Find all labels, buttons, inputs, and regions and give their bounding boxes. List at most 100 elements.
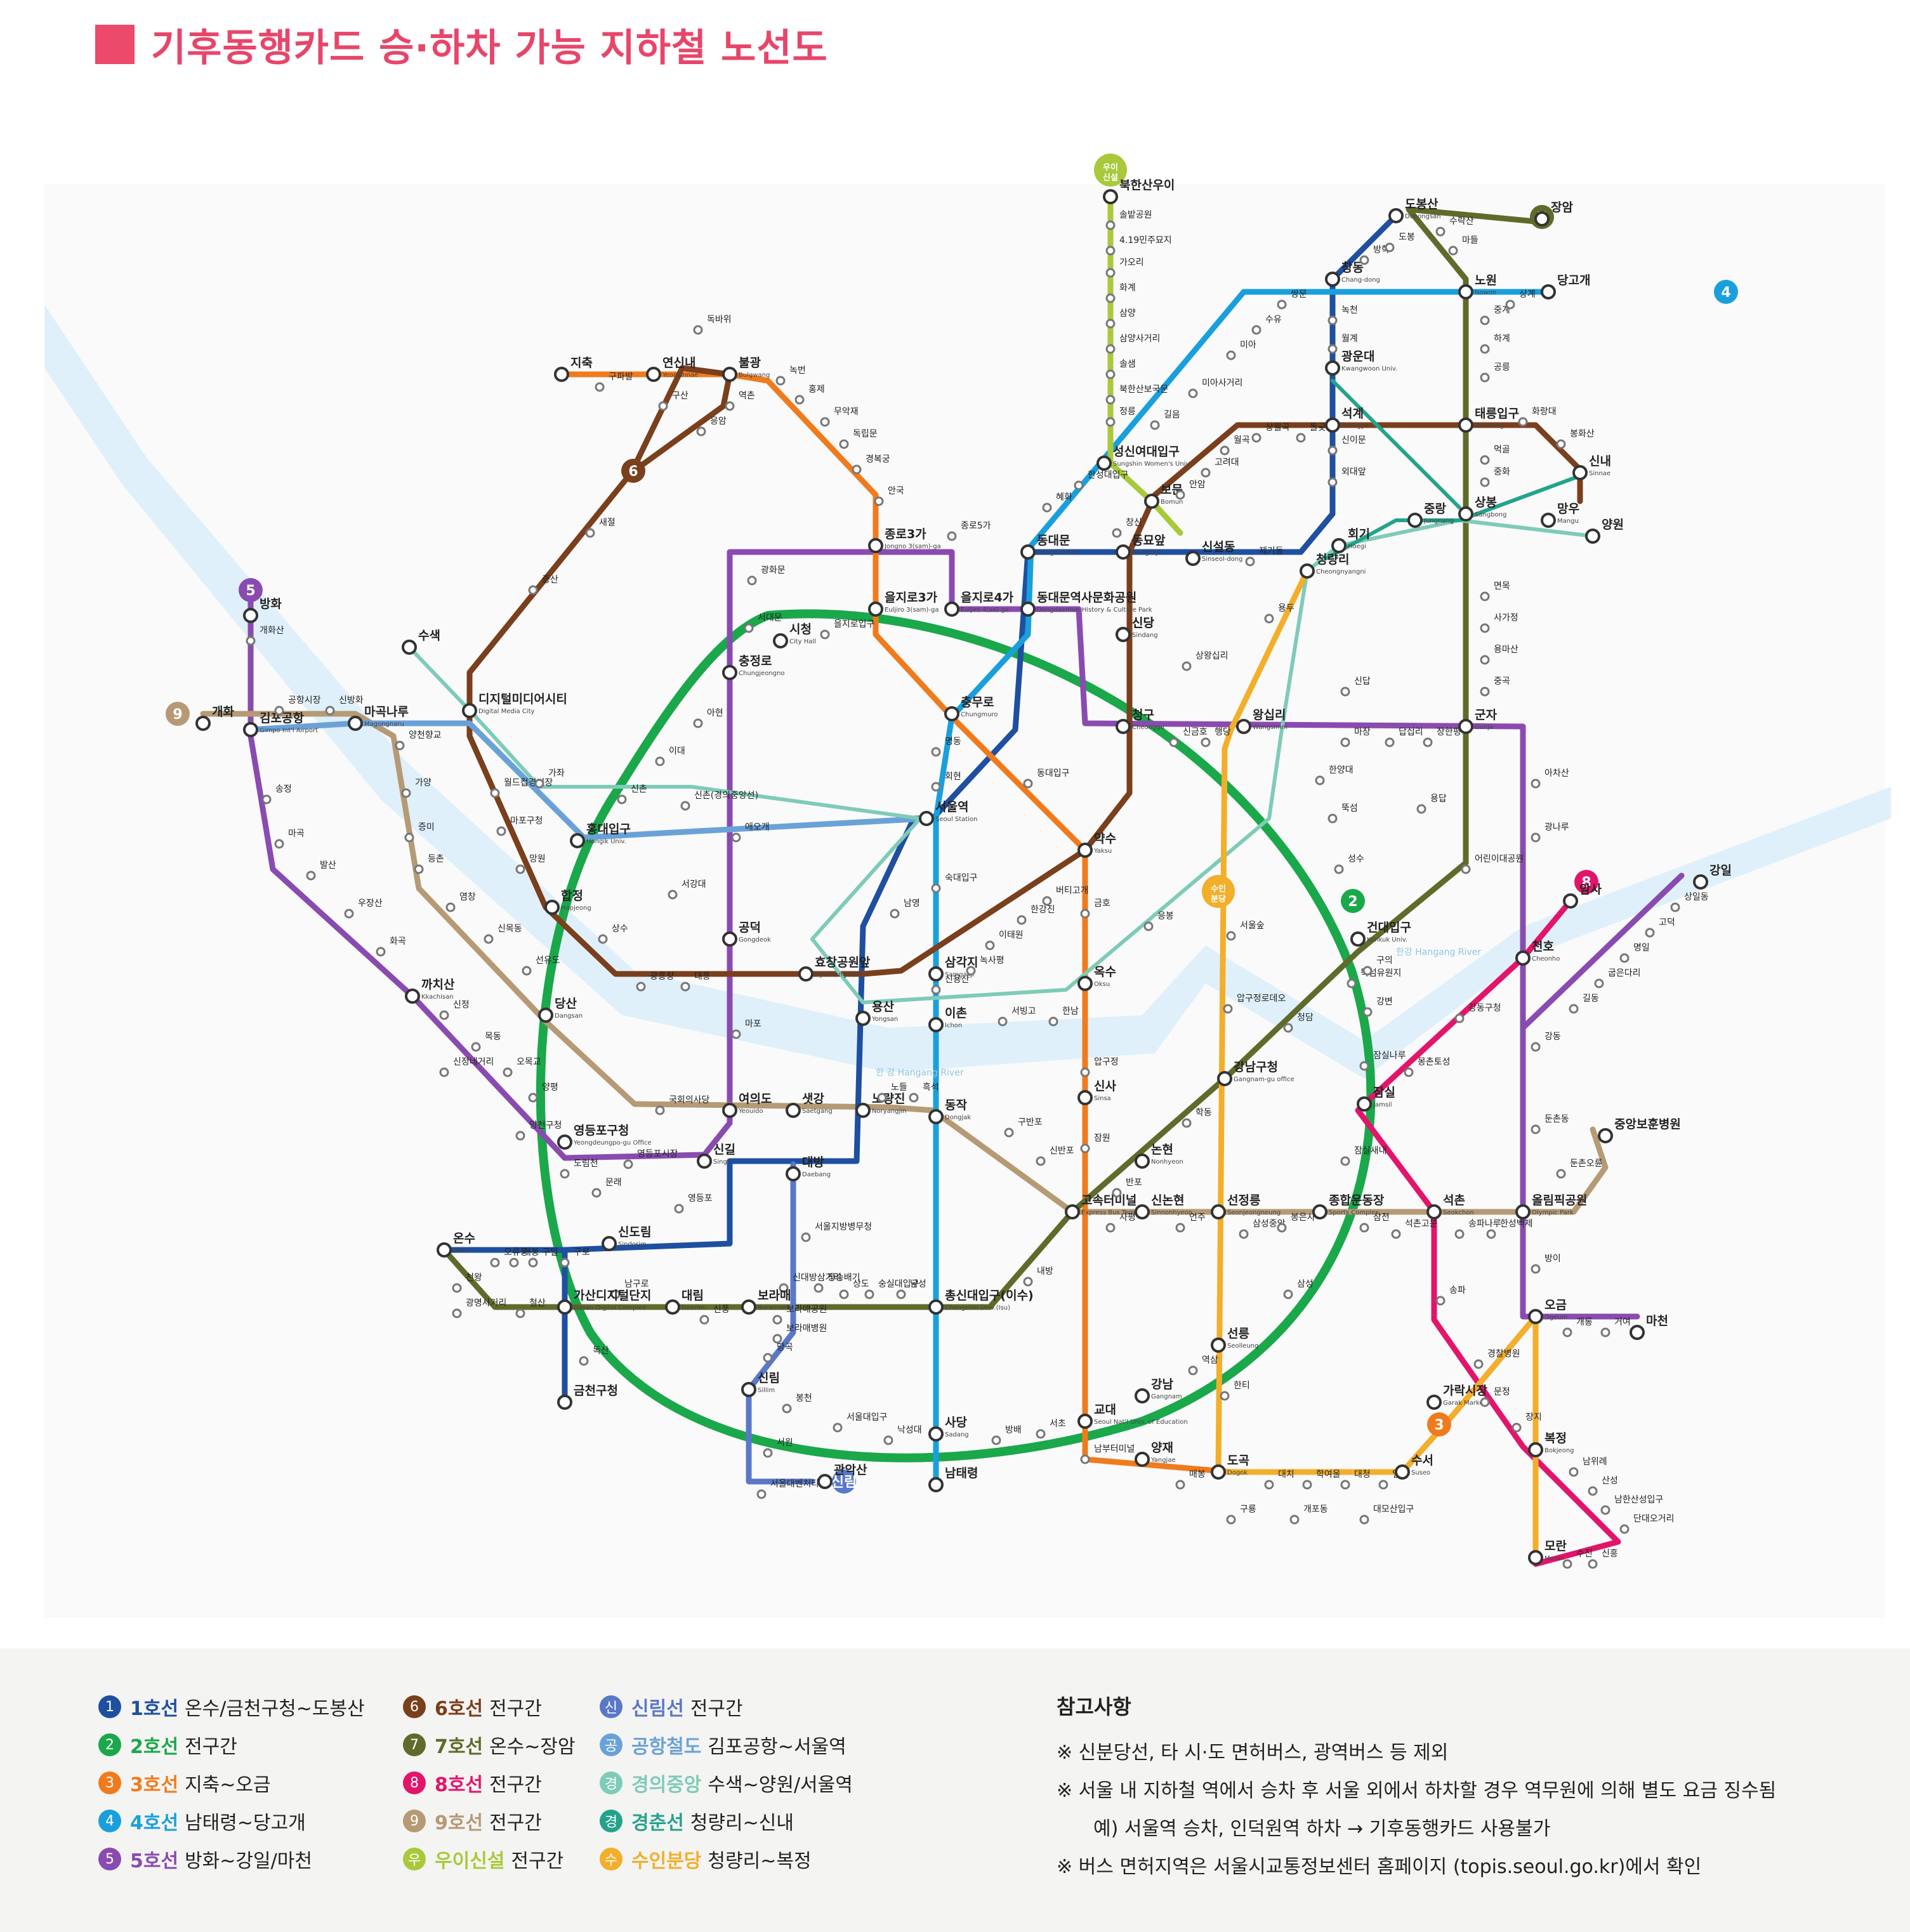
station[interactable]: 명일 — [1619, 943, 1650, 963]
station[interactable]: 단대오거리 — [1619, 1514, 1674, 1534]
station[interactable]: 광흥창 — [636, 971, 675, 992]
station[interactable]: 마포구청 — [496, 816, 543, 836]
station[interactable]: 서대문 — [744, 613, 782, 633]
station[interactable]: 우장산 — [344, 898, 383, 919]
station[interactable]: 쌍문 — [1277, 289, 1307, 310]
station[interactable]: 길음 — [1150, 410, 1180, 430]
station[interactable]: 용마산 — [1480, 645, 1518, 665]
station[interactable]: 하계 — [1480, 334, 1510, 354]
station[interactable]: 수락산 — [1435, 216, 1474, 237]
station[interactable]: 역삼 — [1188, 1355, 1218, 1376]
station[interactable]: 도봉 — [1385, 232, 1415, 253]
station[interactable]: 굽은다리 — [1594, 968, 1641, 989]
station[interactable]: 장승배기 — [813, 1273, 860, 1293]
station[interactable]: 방배 — [991, 1425, 1022, 1445]
station[interactable]: 먹골 — [1480, 445, 1510, 465]
station[interactable]: 산성 — [1588, 1476, 1618, 1496]
station[interactable]: 대치 — [1264, 1469, 1294, 1490]
station[interactable]: 숭실대입구 — [864, 1279, 919, 1299]
station[interactable]: 강변 — [1362, 997, 1393, 1017]
station[interactable]: 대모산입구 — [1359, 1504, 1414, 1525]
station[interactable]: 상월곡 — [1251, 423, 1290, 443]
station[interactable]: 미아 — [1226, 340, 1256, 360]
station[interactable]: 북한산보국문 — [1105, 384, 1168, 405]
station[interactable]: 마장 — [1340, 727, 1371, 747]
station[interactable]: 광화문 — [747, 565, 786, 586]
station[interactable]: 한성백제 — [1486, 1219, 1533, 1239]
station[interactable]: 삼양사거리 — [1105, 334, 1160, 354]
station[interactable]: 목동 — [471, 1032, 501, 1052]
station[interactable]: 국회의사당 — [655, 1095, 710, 1115]
station[interactable]: 무악재 — [820, 407, 859, 427]
station[interactable]: 뚝섬 — [1327, 803, 1358, 824]
station[interactable]: 행당 — [1201, 727, 1231, 747]
station[interactable]: 잠실새내 — [1340, 1146, 1387, 1166]
station[interactable]: 솔샘 — [1105, 359, 1136, 379]
station[interactable]: 남영 — [890, 898, 920, 919]
station[interactable]: 수색 — [402, 629, 440, 655]
station[interactable]: 삼성중앙 — [1239, 1219, 1286, 1239]
station[interactable]: 버티고개 — [1042, 886, 1089, 906]
station[interactable]: 개포동 — [1289, 1504, 1328, 1525]
station[interactable]: 총신대입구(이수)Chongshin Univ.(Isu) — [928, 1289, 1034, 1315]
station[interactable]: 남성 — [896, 1279, 926, 1299]
station[interactable]: 신풍 — [699, 1304, 730, 1325]
station[interactable]: 가양 — [401, 778, 431, 798]
station[interactable]: 이태원 — [985, 930, 1024, 950]
station[interactable]: 서울대입구 — [833, 1412, 888, 1433]
station[interactable]: 봉은사 — [1277, 1212, 1315, 1233]
station[interactable]: 화곡 — [376, 936, 406, 957]
station[interactable]: 월계 — [1327, 334, 1358, 354]
station[interactable]: 안암 — [1175, 480, 1206, 500]
station[interactable]: 신용산 — [931, 975, 970, 995]
station[interactable]: 학여울 — [1302, 1469, 1341, 1490]
station[interactable]: 중계 — [1480, 305, 1510, 325]
station[interactable]: 청담 — [1283, 1013, 1314, 1033]
station[interactable]: 잠원 — [1080, 1133, 1110, 1153]
station[interactable]: 경찰병원 — [1473, 1349, 1520, 1369]
station[interactable]: 신당 — [1116, 616, 1154, 642]
station[interactable]: 신흥 — [1588, 1549, 1618, 1569]
station[interactable]: 남부터미널 — [1080, 1444, 1135, 1464]
station[interactable]: 장지 — [1512, 1412, 1542, 1433]
station[interactable]: 정릉 — [1105, 407, 1136, 427]
station[interactable]: 숙대입구 — [931, 873, 978, 893]
station[interactable]: 녹번 — [775, 365, 806, 386]
station[interactable]: 신대방삼거리 — [779, 1273, 841, 1293]
station[interactable]: 보라매공원 — [772, 1304, 827, 1325]
station[interactable]: 구파발 — [595, 372, 633, 392]
station[interactable]: 창신 — [1112, 518, 1142, 538]
station[interactable]: 공항시장 — [274, 695, 321, 716]
station[interactable]: 제기동 — [1245, 546, 1284, 567]
station[interactable]: 망원 — [515, 854, 546, 874]
station[interactable]: 북한산우이 — [1103, 178, 1175, 204]
station[interactable]: 한남 — [1048, 1006, 1079, 1027]
station[interactable]: 가좌 — [534, 768, 565, 789]
station[interactable]: 상계 — [1505, 289, 1536, 310]
